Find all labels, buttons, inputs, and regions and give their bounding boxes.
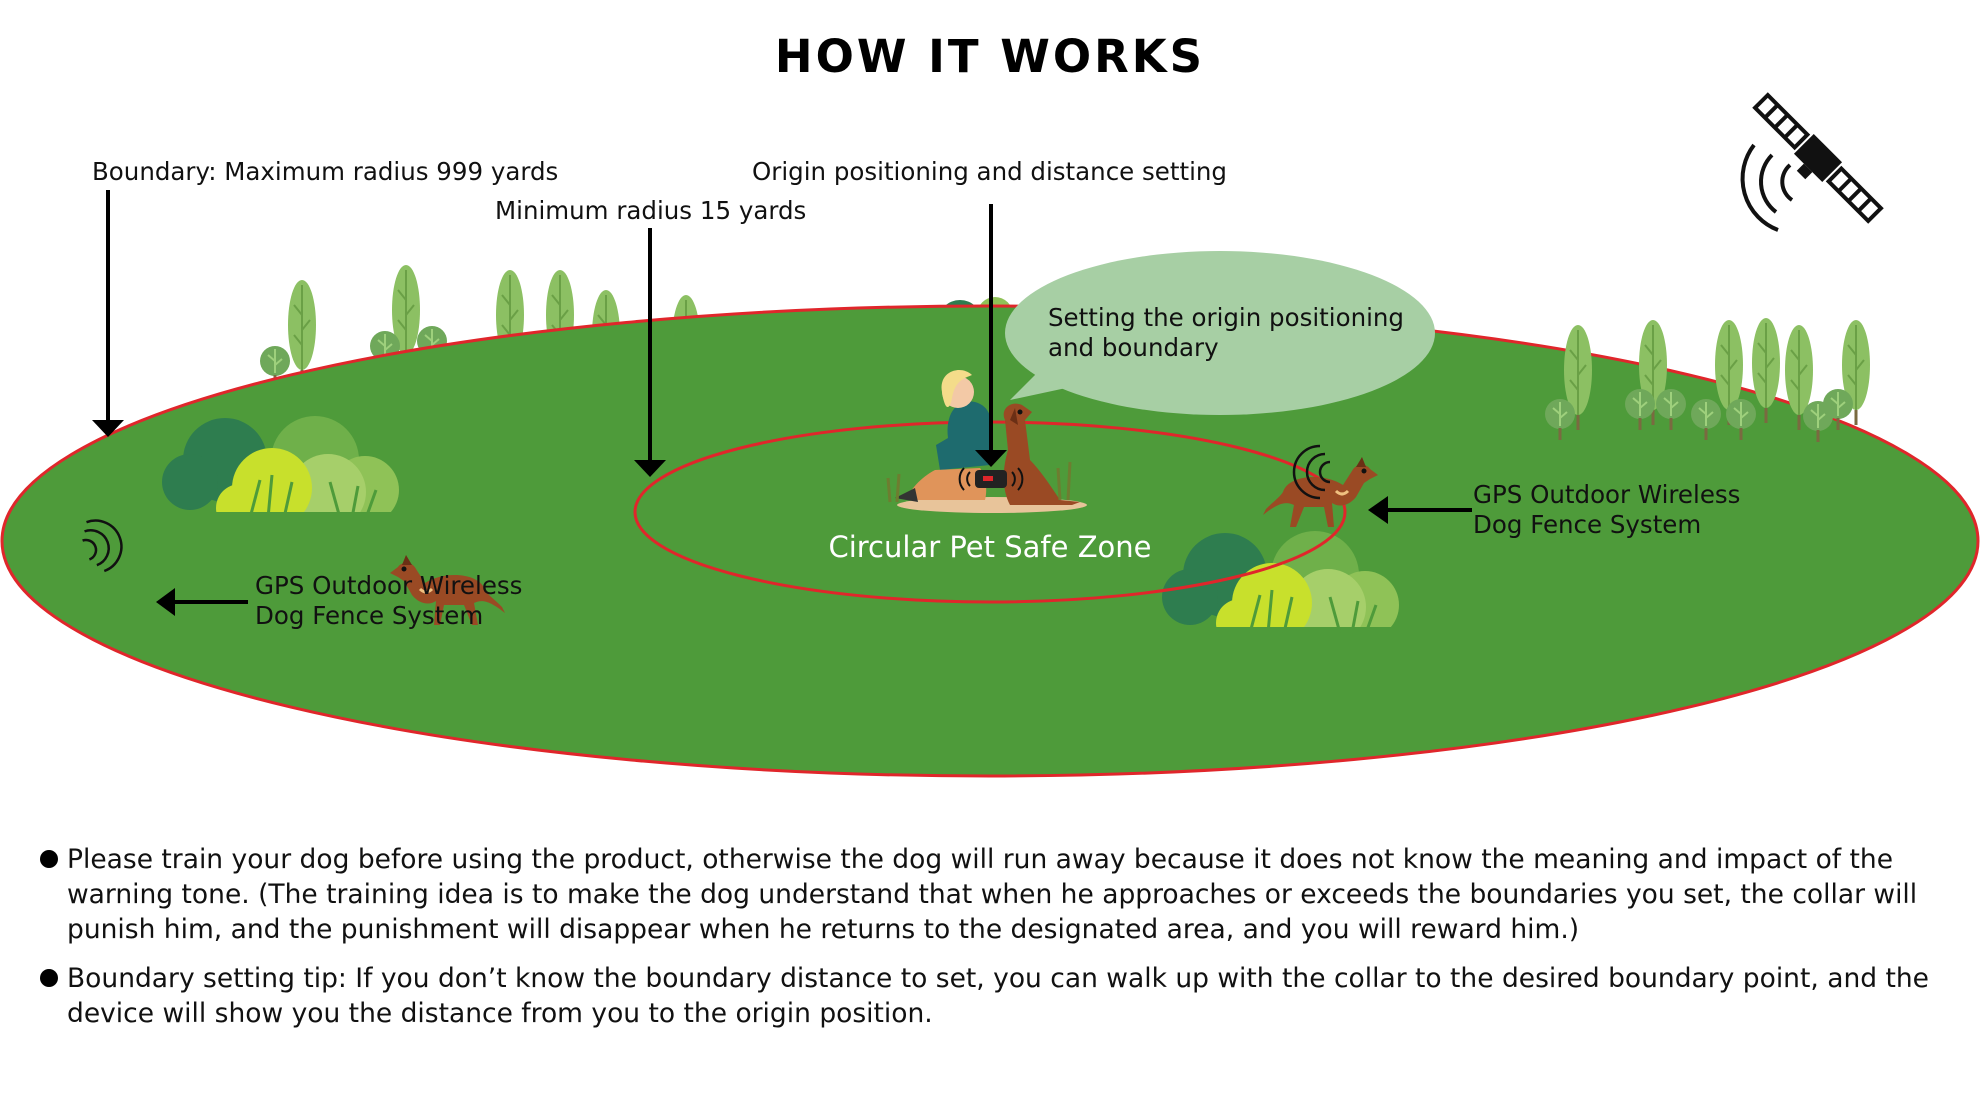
arrow-to-left-dog	[156, 588, 248, 616]
collar-icon	[958, 467, 1024, 491]
note-boundary-tip-text: Boundary setting tip: If you don’t know …	[67, 963, 1929, 1029]
minimum-radius-arrow	[634, 228, 666, 477]
origin-arrow	[975, 204, 1007, 467]
bullet-icon	[40, 850, 58, 868]
speech-bubble: Setting the origin positioning and bound…	[1005, 251, 1435, 415]
bullet-icon	[40, 969, 58, 987]
grass-tufts	[886, 461, 1072, 503]
page-title: HOW IT WORKS	[775, 30, 1205, 83]
notes-list: Please train your dog before using the p…	[38, 842, 1948, 1045]
product-label-right-line2: Dog Fence System	[1473, 510, 1701, 539]
note-training-text: Please train your dog before using the p…	[67, 844, 1918, 945]
satellite-icon	[1752, 92, 1884, 224]
note-boundary-tip: Boundary setting tip: If you don’t know …	[38, 961, 1948, 1031]
product-label-left-line2: Dog Fence System	[255, 601, 483, 630]
speech-text-line1: Setting the origin positioning	[1048, 303, 1404, 332]
arrow-to-right-dog	[1368, 496, 1472, 524]
speech-text-line2: and boundary	[1048, 333, 1219, 362]
boundary-max-label: Boundary: Maximum radius 999 yards	[92, 157, 558, 186]
minimum-radius-label: Minimum radius 15 yards	[495, 196, 806, 225]
product-label-left-line1: GPS Outdoor Wireless	[255, 571, 522, 600]
boundary-arrow	[92, 190, 124, 437]
product-label-right-line1: GPS Outdoor Wireless	[1473, 480, 1740, 509]
origin-setting-label: Origin positioning and distance setting	[752, 157, 1227, 186]
safe-zone-label: Circular Pet Safe Zone	[828, 530, 1151, 564]
note-training: Please train your dog before using the p…	[38, 842, 1948, 947]
satellite-signal-icon	[1740, 143, 1794, 232]
